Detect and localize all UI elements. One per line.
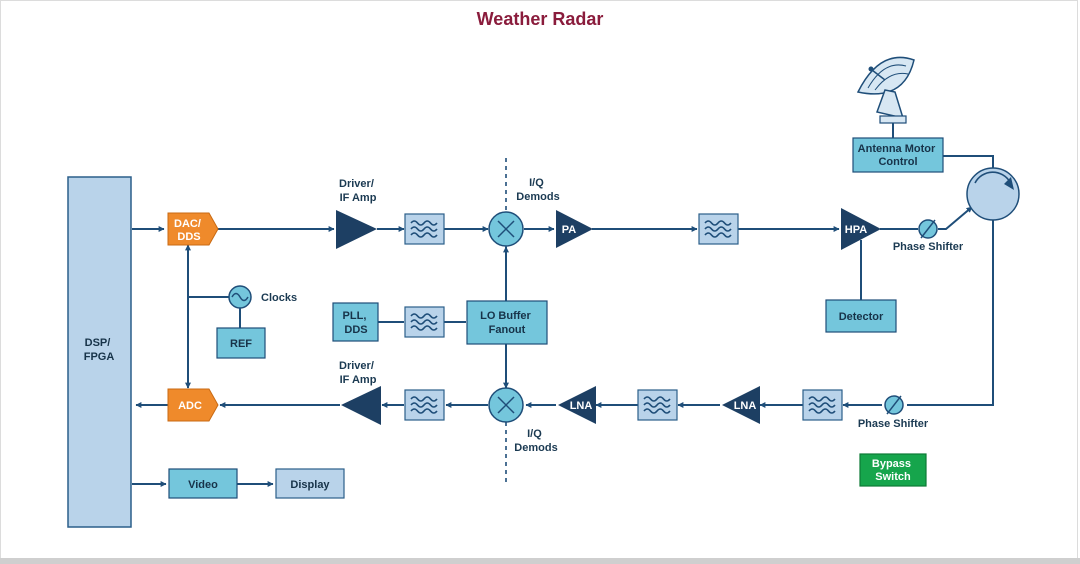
- iq-tx-label: I/Q Demods: [516, 177, 559, 203]
- filter-icon: [802, 389, 843, 421]
- filter-icon: [404, 213, 445, 245]
- adc-block: [167, 388, 219, 422]
- adc-label: ADC: [178, 400, 202, 412]
- bypass-switch-label: Bypass Switch: [872, 458, 914, 483]
- filter-icon: [637, 389, 678, 421]
- filter-icon: [404, 389, 445, 421]
- video-label: Video: [188, 479, 218, 491]
- dsp-fpga-block: [67, 176, 132, 528]
- dac-dds-label: DAC/ DDS: [174, 218, 204, 243]
- iq-rx-label: I/Q Demods: [514, 428, 557, 454]
- phase-shifter-icon: [884, 395, 904, 415]
- lna-1-label: LNA: [734, 400, 757, 412]
- wire-circulator-rx: [907, 220, 994, 406]
- circulator-icon: [966, 167, 1020, 221]
- display-label: Display: [290, 479, 330, 491]
- detector-label: Detector: [839, 311, 884, 323]
- hpa-label: HPA: [845, 224, 867, 236]
- lo-buffer-fanout-block: [466, 300, 548, 345]
- driver-amp-tx: [336, 210, 377, 249]
- radar-dish-icon: [856, 56, 915, 124]
- phase-rx-label: Phase Shifter: [858, 418, 929, 430]
- driver-rx-label: Driver/ IF Amp: [339, 360, 377, 386]
- dac-dds-block: [167, 212, 219, 246]
- mixer-icon: [488, 211, 524, 247]
- pa-label: PA: [562, 224, 577, 236]
- antenna-motor-label: Antenna Motor Control: [858, 143, 939, 168]
- bypass-switch-block: [859, 453, 927, 487]
- clocks-label: Clocks: [261, 292, 297, 304]
- bottom-band: [0, 558, 1080, 564]
- filter-icon: [698, 213, 739, 245]
- antenna-motor-control-block: [852, 137, 944, 173]
- pll-dds-block: [332, 302, 379, 342]
- phase-shifter-icon: [918, 219, 938, 239]
- filter-icon: [404, 306, 445, 338]
- lo-buffer-label: LO Buffer Fanout: [480, 310, 534, 336]
- detector-block: [825, 299, 897, 333]
- lna-amp-1: [722, 386, 760, 424]
- phase-tx-label: Phase Shifter: [893, 241, 964, 253]
- pa-amp: [556, 210, 593, 248]
- ref-label: REF: [230, 338, 252, 350]
- lna-amp-2: [558, 386, 596, 424]
- display-block: [275, 468, 345, 499]
- lna-2-label: LNA: [570, 400, 593, 412]
- driver-tx-label: Driver/ IF Amp: [339, 178, 377, 204]
- ref-block: [216, 327, 266, 359]
- pll-dds-label: PLL, DDS: [343, 310, 370, 336]
- hpa-amp: [841, 208, 881, 250]
- diagram-title: Weather Radar: [476, 9, 604, 29]
- wire-antenna-circulator: [943, 155, 994, 168]
- video-block: [168, 468, 238, 499]
- mixer-icon: [488, 387, 524, 423]
- dsp-fpga-label: DSP/ FPGA: [84, 337, 115, 363]
- oscillator-wave: [231, 292, 249, 302]
- driver-amp-rx: [341, 386, 381, 425]
- wire-phase-circulator: [938, 206, 973, 230]
